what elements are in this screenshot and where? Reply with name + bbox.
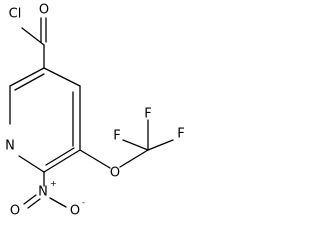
atom-label-carbonyl-o: O [39, 3, 49, 18]
bond-ring-c3-c2 [9, 67, 45, 87]
atom-label-nitro-o-double: O [10, 204, 20, 219]
chemical-structure-diagram: Cl O N O F F F N + O - O [5, 3, 185, 219]
atom-label-nitro-n: N [38, 185, 48, 200]
bond-nitro-n-to-o-single [49, 197, 67, 208]
bond-carbonyl-c-to-cl [21, 27, 45, 46]
atom-label-ring-n: N [5, 139, 15, 154]
bond-ring-c6-c5 [43, 149, 81, 173]
bond-ether-o-to-cf3-c [119, 149, 149, 168]
bond-ring-c2-c2-inner [14, 73, 45, 91]
bond-ring-c5-to-ether-o [79, 149, 111, 169]
atom-label-fluorine-right: F [177, 127, 184, 142]
atom-label-nitro-o-single: O [70, 204, 80, 219]
bond-cf3-c-to-f-right [147, 139, 174, 151]
bond-ring-c3-c4 [43, 67, 81, 87]
atom-label-cl: Cl [9, 7, 22, 22]
atom-label-fluorine-left: F [113, 129, 120, 144]
bond-ring-n-c6 [18, 155, 45, 173]
bond-nitro-n-to-o-double-a [27, 198, 41, 209]
bond-ring-c6-c5-inner [45, 147, 75, 166]
bond-nitro-n-to-o-double-b [23, 194, 37, 205]
bond-cf3-c-to-f-left [122, 139, 149, 151]
atom-label-fluorine-top: F [144, 107, 151, 122]
atom-label-ether-o: O [110, 166, 120, 181]
charge-label-nitro-o-minus: - [82, 198, 85, 207]
charge-label-nitro-n-plus: + [50, 179, 57, 188]
